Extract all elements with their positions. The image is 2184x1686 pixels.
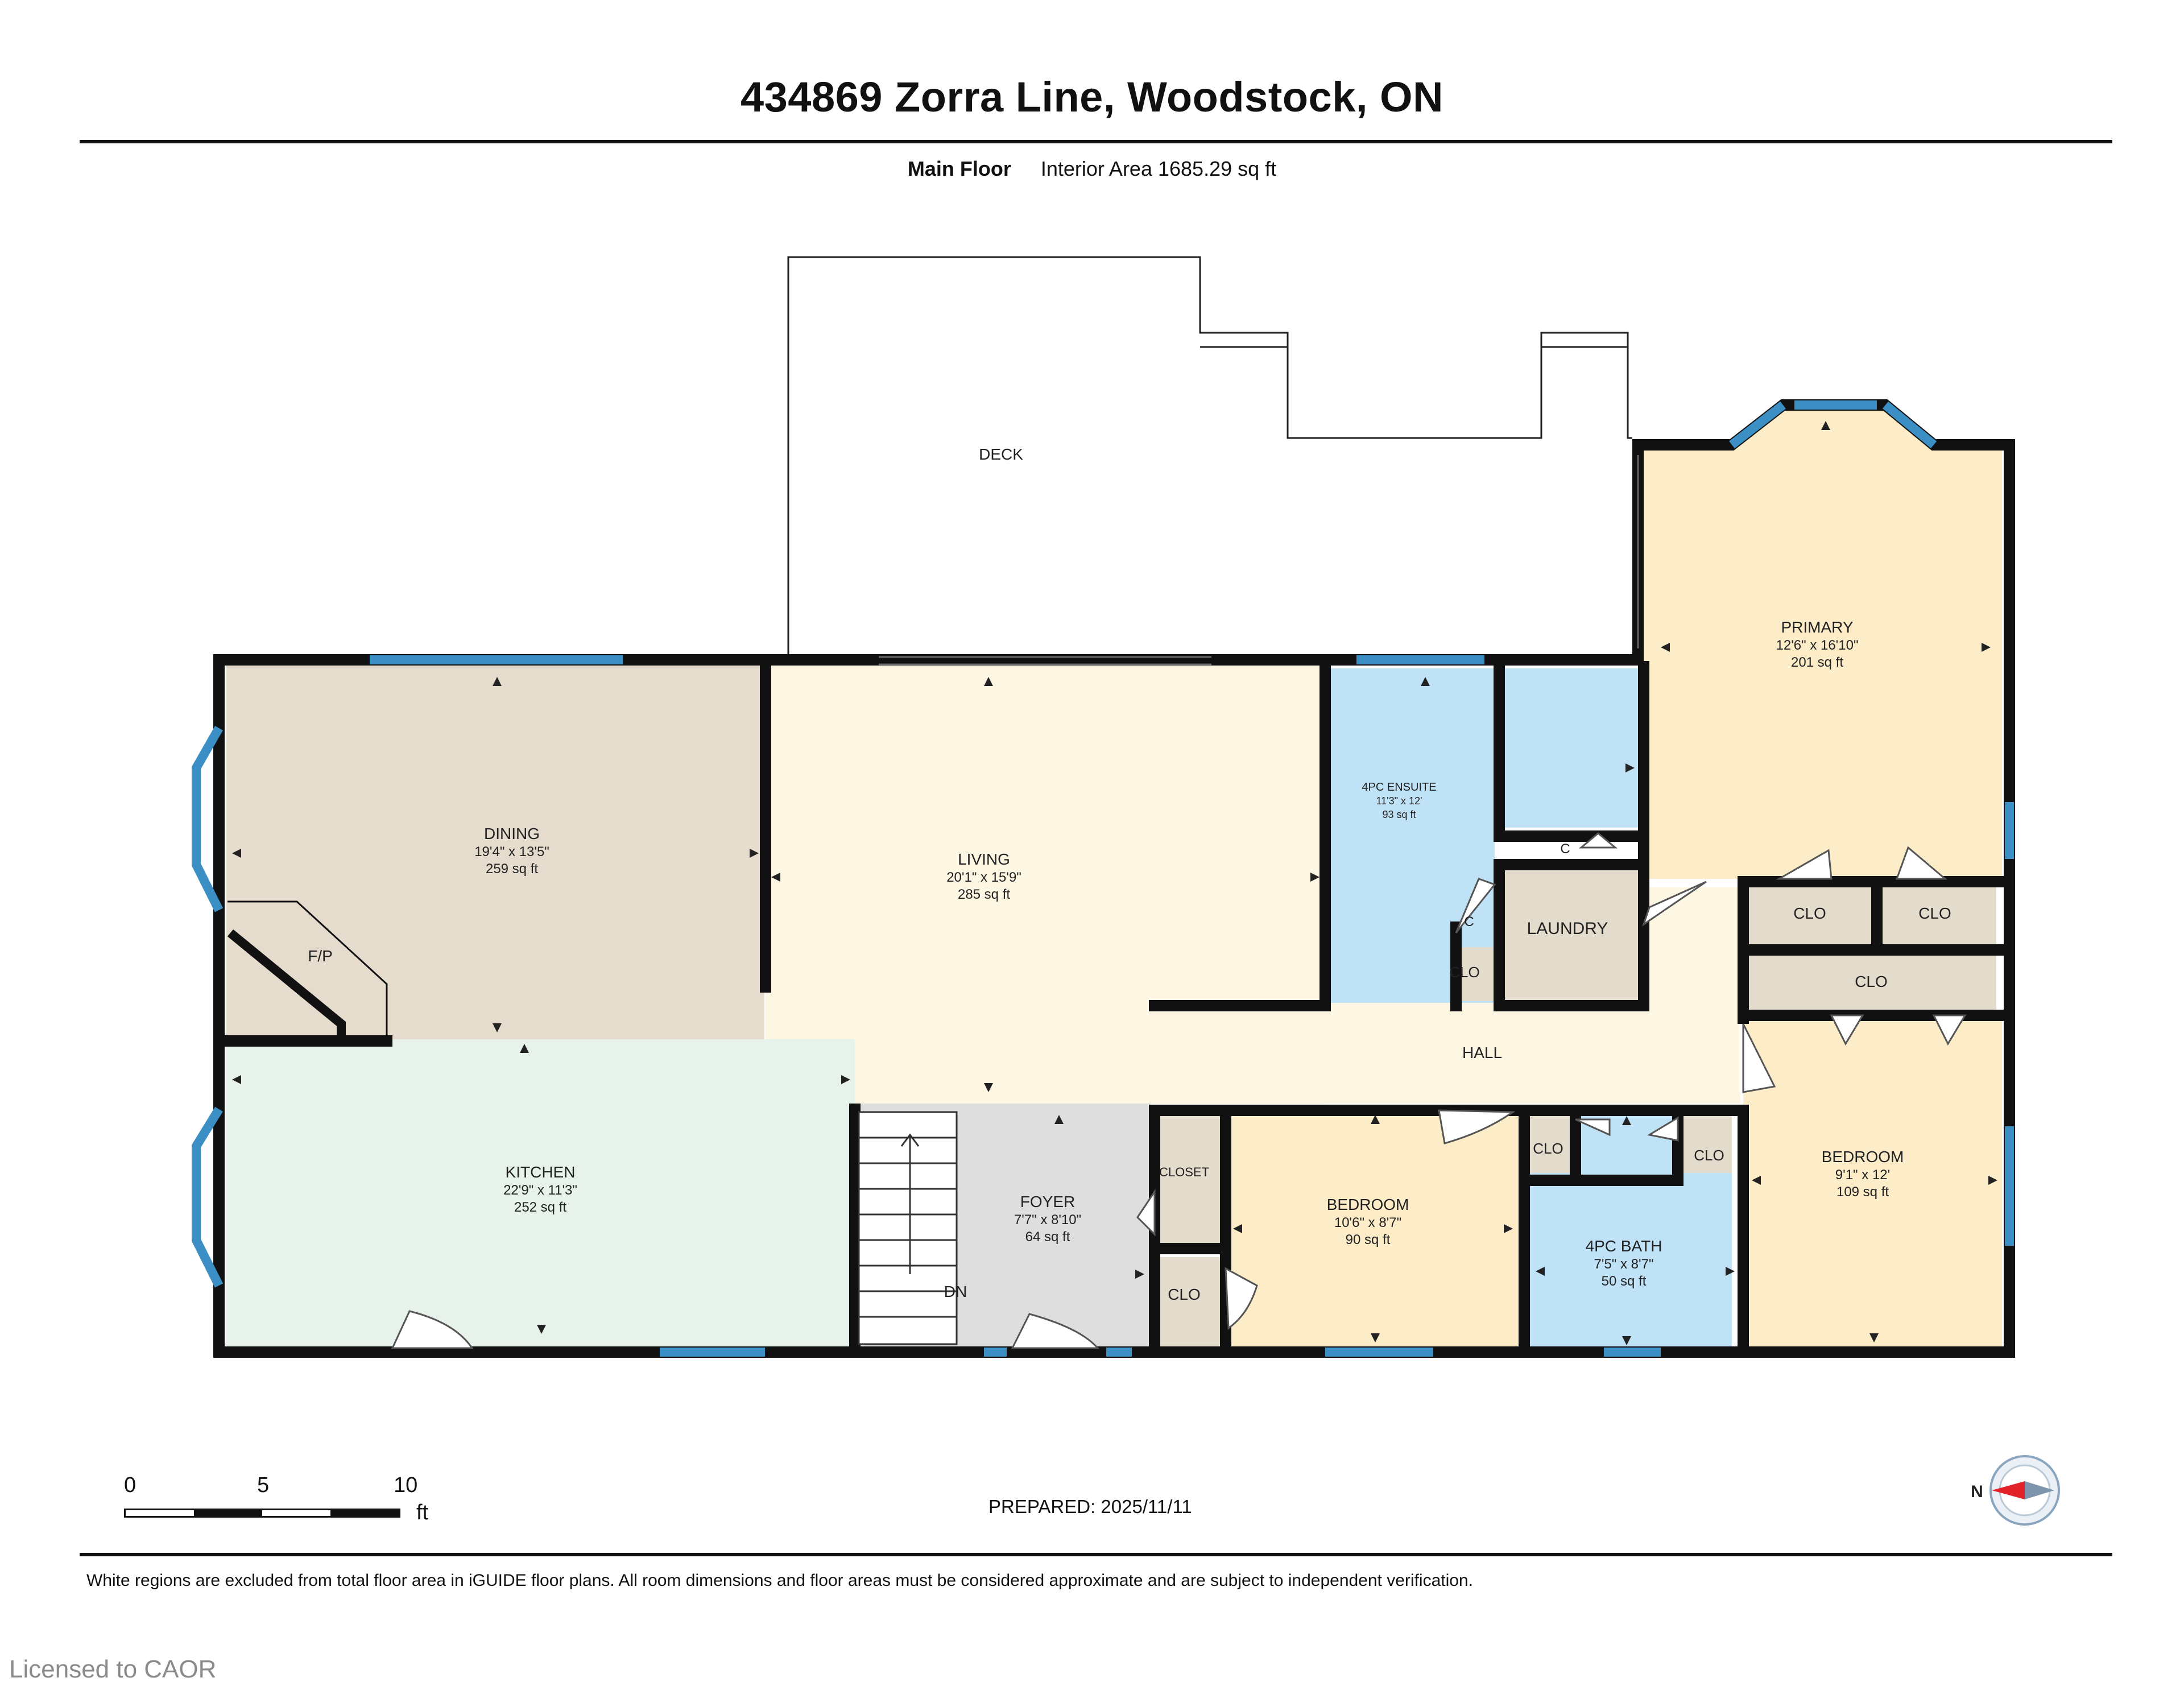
ensuite-dims: 11'3" x 12'	[1376, 795, 1422, 807]
c-label-ensuite: C	[1560, 841, 1570, 857]
clo-label-bath-1: CLO	[1533, 1140, 1563, 1157]
laundry-label: LAUNDRY	[1527, 919, 1608, 938]
scale-tick-10: 10	[394, 1473, 418, 1497]
foyer-name: FOYER	[1020, 1193, 1075, 1210]
compass-icon: N	[1971, 1455, 2060, 1526]
closet-fill-g	[1681, 1110, 1732, 1173]
clo-label-foyer: CLO	[1168, 1286, 1201, 1303]
stairs-dn-label: DN	[944, 1283, 967, 1300]
kitchen-fill	[226, 1039, 855, 1346]
ensuite-name: 4PC ENSUITE	[1362, 781, 1436, 794]
closet-fill-b	[1155, 1257, 1222, 1346]
bath-area: 50 sq ft	[1602, 1274, 1647, 1289]
bath-name: 4PC BATH	[1586, 1237, 1662, 1255]
c-label-laundry: C	[1464, 914, 1474, 929]
deck-label: DECK	[979, 445, 1023, 463]
bedroom2-area: 90 sq ft	[1346, 1232, 1391, 1247]
windows	[192, 400, 2014, 1357]
primary-area: 201 sq ft	[1791, 655, 1843, 670]
scale-tick-5: 5	[257, 1473, 270, 1497]
prepared-date: PREPARED: 2025/11/11	[988, 1496, 1192, 1517]
fireplace-area	[226, 899, 388, 1041]
clo-label-hall: CLO	[1449, 964, 1479, 981]
closet-label-foyer: CLOSET	[1159, 1165, 1209, 1179]
floor-subtitle: Main Floor Interior Area 1685.29 sq ft	[0, 157, 2184, 181]
scale-unit: ft	[416, 1501, 429, 1524]
kitchen-dims: 22'9" x 11'3"	[503, 1183, 577, 1198]
ensuite-area: 93 sq ft	[1382, 809, 1416, 820]
dining-area: 259 sq ft	[486, 861, 538, 877]
bedroom3-name: BEDROOM	[1822, 1148, 1904, 1166]
foyer-dims: 7'7" x 8'10"	[1014, 1212, 1081, 1228]
deck-door	[879, 455, 1639, 666]
scale-segments	[124, 1509, 400, 1518]
fireplace	[227, 900, 388, 1042]
living-name: LIVING	[958, 850, 1010, 868]
ensuite-closet-fill	[1495, 668, 1644, 828]
primary-name: PRIMARY	[1781, 618, 1853, 636]
dining-dims: 19'4" x 13'5"	[474, 844, 549, 859]
clo-label-primary-2: CLO	[1918, 904, 1951, 922]
fireplace-label: F/P	[308, 947, 333, 965]
clo-label-bath-2: CLO	[1694, 1147, 1724, 1164]
closet-fill-c	[1748, 887, 1874, 944]
clo-label-primary-1: CLO	[1793, 904, 1826, 922]
footer-rule	[80, 1553, 2112, 1556]
dining-name: DINING	[484, 825, 540, 842]
primary-dims: 12'6" x 16'10"	[1776, 638, 1859, 653]
bedroom3-fill	[1743, 1018, 2002, 1346]
closet-fill-a	[1155, 1110, 1222, 1247]
closet-fill-d	[1880, 887, 1996, 944]
foyer-area: 64 sq ft	[1025, 1229, 1070, 1245]
living-area: 285 sq ft	[958, 887, 1010, 902]
license-watermark: Licensed to CAOR	[9, 1655, 217, 1683]
closet-fill-f	[1530, 1110, 1574, 1173]
primary-bay	[1644, 407, 2002, 879]
dimension-arrows	[232, 421, 1997, 1345]
bedroom2-dims: 10'6" x 8'7"	[1334, 1215, 1401, 1230]
room-labels: DECK DINING 19'4" x 13'5" 259 sq ft F/P …	[308, 445, 1951, 1303]
clo-label-bedroom3: CLO	[1855, 973, 1888, 990]
bath-dims: 7'5" x 8'7"	[1594, 1257, 1654, 1272]
title-rule	[80, 140, 2112, 143]
interior-area: Interior Area 1685.29 sq ft	[1040, 157, 1277, 180]
living-dims: 20'1" x 15'9"	[946, 870, 1021, 885]
address-title: 434869 Zorra Line, Woodstock, ON	[741, 73, 1443, 121]
compass-north-label: N	[1971, 1482, 1983, 1501]
laundry-fill	[1502, 859, 1644, 1001]
bedroom2-fill	[1228, 1110, 1519, 1346]
bedroom2-name: BEDROOM	[1327, 1196, 1409, 1213]
door-swings	[391, 832, 1967, 1349]
kitchen-name: KITCHEN	[506, 1163, 576, 1181]
deck-outline	[787, 256, 1632, 654]
bedroom3-area: 109 sq ft	[1836, 1184, 1889, 1200]
closet-fill-e	[1748, 956, 1996, 1010]
stairs	[858, 1111, 958, 1345]
bedroom3-dims: 9'1" x 12'	[1835, 1167, 1890, 1183]
scale-tick-0: 0	[124, 1473, 136, 1497]
hall-label: HALL	[1462, 1044, 1502, 1061]
floor-name: Main Floor	[907, 157, 1011, 180]
kitchen-area: 252 sq ft	[514, 1200, 566, 1215]
disclaimer-footnote: White regions are excluded from total fl…	[86, 1571, 1473, 1590]
